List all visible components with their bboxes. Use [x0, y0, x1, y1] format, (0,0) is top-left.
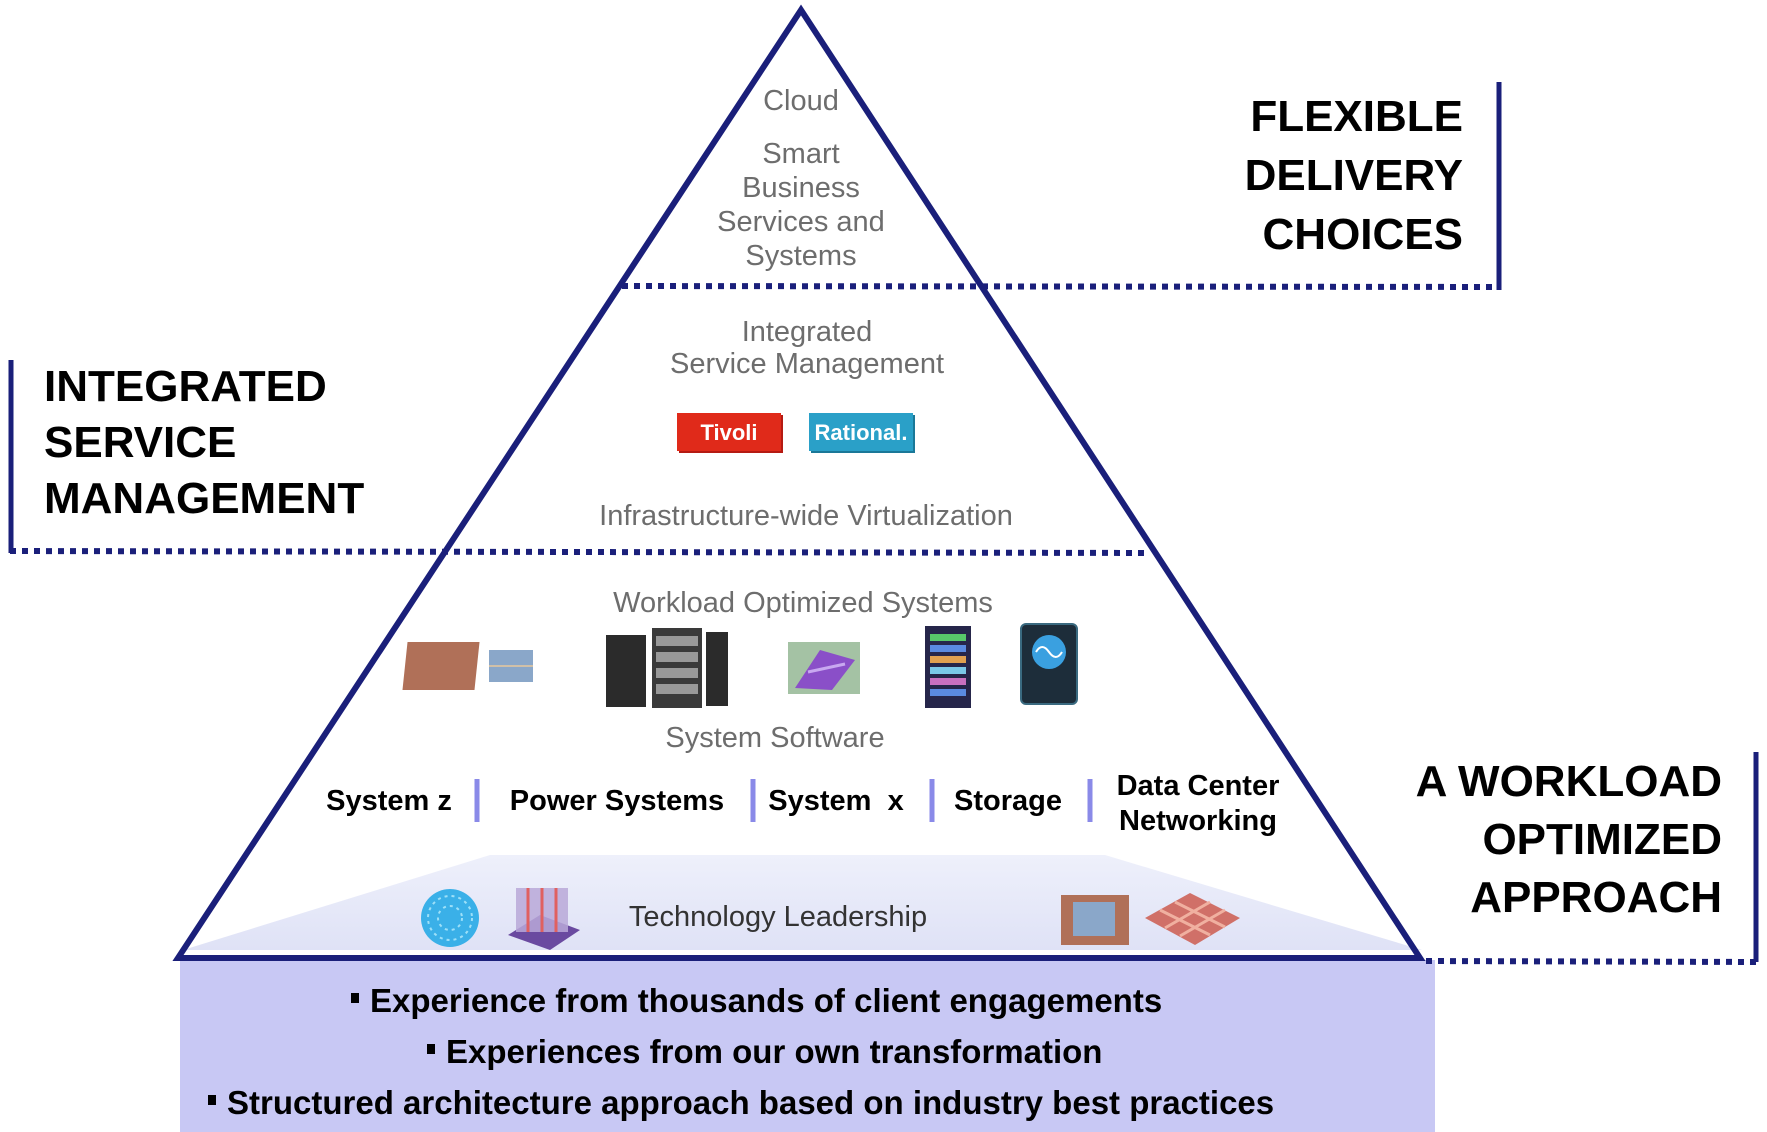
system-software-text: System Software: [665, 722, 884, 754]
bullet-marker: [351, 993, 359, 1003]
integrated-label-line-3: MANAGEMENT: [44, 474, 364, 523]
product-storage: Storage: [954, 785, 1062, 817]
integrated-label-line-2: SERVICE: [44, 418, 236, 467]
wafer-icon: [421, 889, 479, 947]
workload-systems-text: Workload Optimized Systems: [613, 587, 993, 619]
pyramid-outline: [172, 4, 1426, 961]
purple-chip-icon: [788, 642, 860, 694]
circuit-3d-icon: [508, 888, 580, 950]
foundation-bullet-1: Experience from thousands of client enga…: [370, 982, 1162, 1019]
divider-workload: [1425, 958, 1759, 965]
rational-logo: Rational.: [809, 413, 915, 453]
foundation-bullet-2: Experiences from our own transformation: [446, 1033, 1102, 1070]
tivoli-logo-text: Tivoli: [700, 420, 757, 445]
bullet-marker: [427, 1044, 435, 1054]
smart-line-1: Smart: [762, 138, 839, 170]
foundation-bullet: Experience from thousands of client enga…: [351, 982, 1162, 1019]
integrated-label-line-1: INTEGRATED: [44, 362, 327, 411]
smart-line-3: Services and: [717, 206, 885, 238]
workload-label-line-1: A WORKLOAD: [1416, 757, 1722, 806]
flexible-label-line-2: DELIVERY: [1245, 151, 1463, 200]
chip-thumbnail-icon: [1061, 895, 1129, 945]
foundation-bullet-3: Structured architecture approach based o…: [227, 1084, 1274, 1121]
foundation-bullet: Structured architecture approach based o…: [208, 1084, 1274, 1121]
foundation-bullet: Experiences from our own transformation: [427, 1033, 1102, 1070]
workload-label-line-3: APPROACH: [1470, 873, 1722, 922]
rational-logo-text: Rational.: [815, 420, 908, 445]
tivoli-logo: Tivoli: [677, 413, 783, 453]
foundation-box: [180, 960, 1435, 1132]
divider-integrated: [9, 548, 1151, 556]
product-dcn-line-2: Networking: [1119, 805, 1277, 837]
product-dcn-line-1: Data Center: [1117, 770, 1280, 802]
workload-label-line-2: OPTIMIZED: [1482, 815, 1722, 864]
flexible-label-line-1: FLEXIBLE: [1250, 92, 1463, 141]
flexible-label-line-3: CHOICES: [1263, 210, 1463, 259]
product-power-systems: Power Systems: [510, 785, 724, 817]
server-rack-icon: [606, 628, 728, 708]
storage-tower-icon: [925, 626, 971, 708]
cloud-text: Cloud: [763, 85, 839, 117]
smart-line-4: Systems: [745, 240, 856, 272]
product-system-x: System x: [768, 785, 903, 817]
virtualization-text: Infrastructure-wide Virtualization: [599, 500, 1013, 532]
product-system-z: System z: [326, 785, 452, 817]
divider-flexible: [621, 283, 1500, 290]
chip-thumbnail-icon: [402, 642, 533, 690]
ism-line-2: Service Management: [670, 348, 944, 380]
systems-director-icon: [1020, 623, 1078, 705]
interconnect-icon: [1145, 893, 1240, 945]
ism-line-1: Integrated: [742, 316, 873, 348]
bullet-marker: [208, 1095, 216, 1105]
technology-leadership-text: Technology Leadership: [629, 901, 927, 933]
smart-line-2: Business: [742, 172, 860, 204]
